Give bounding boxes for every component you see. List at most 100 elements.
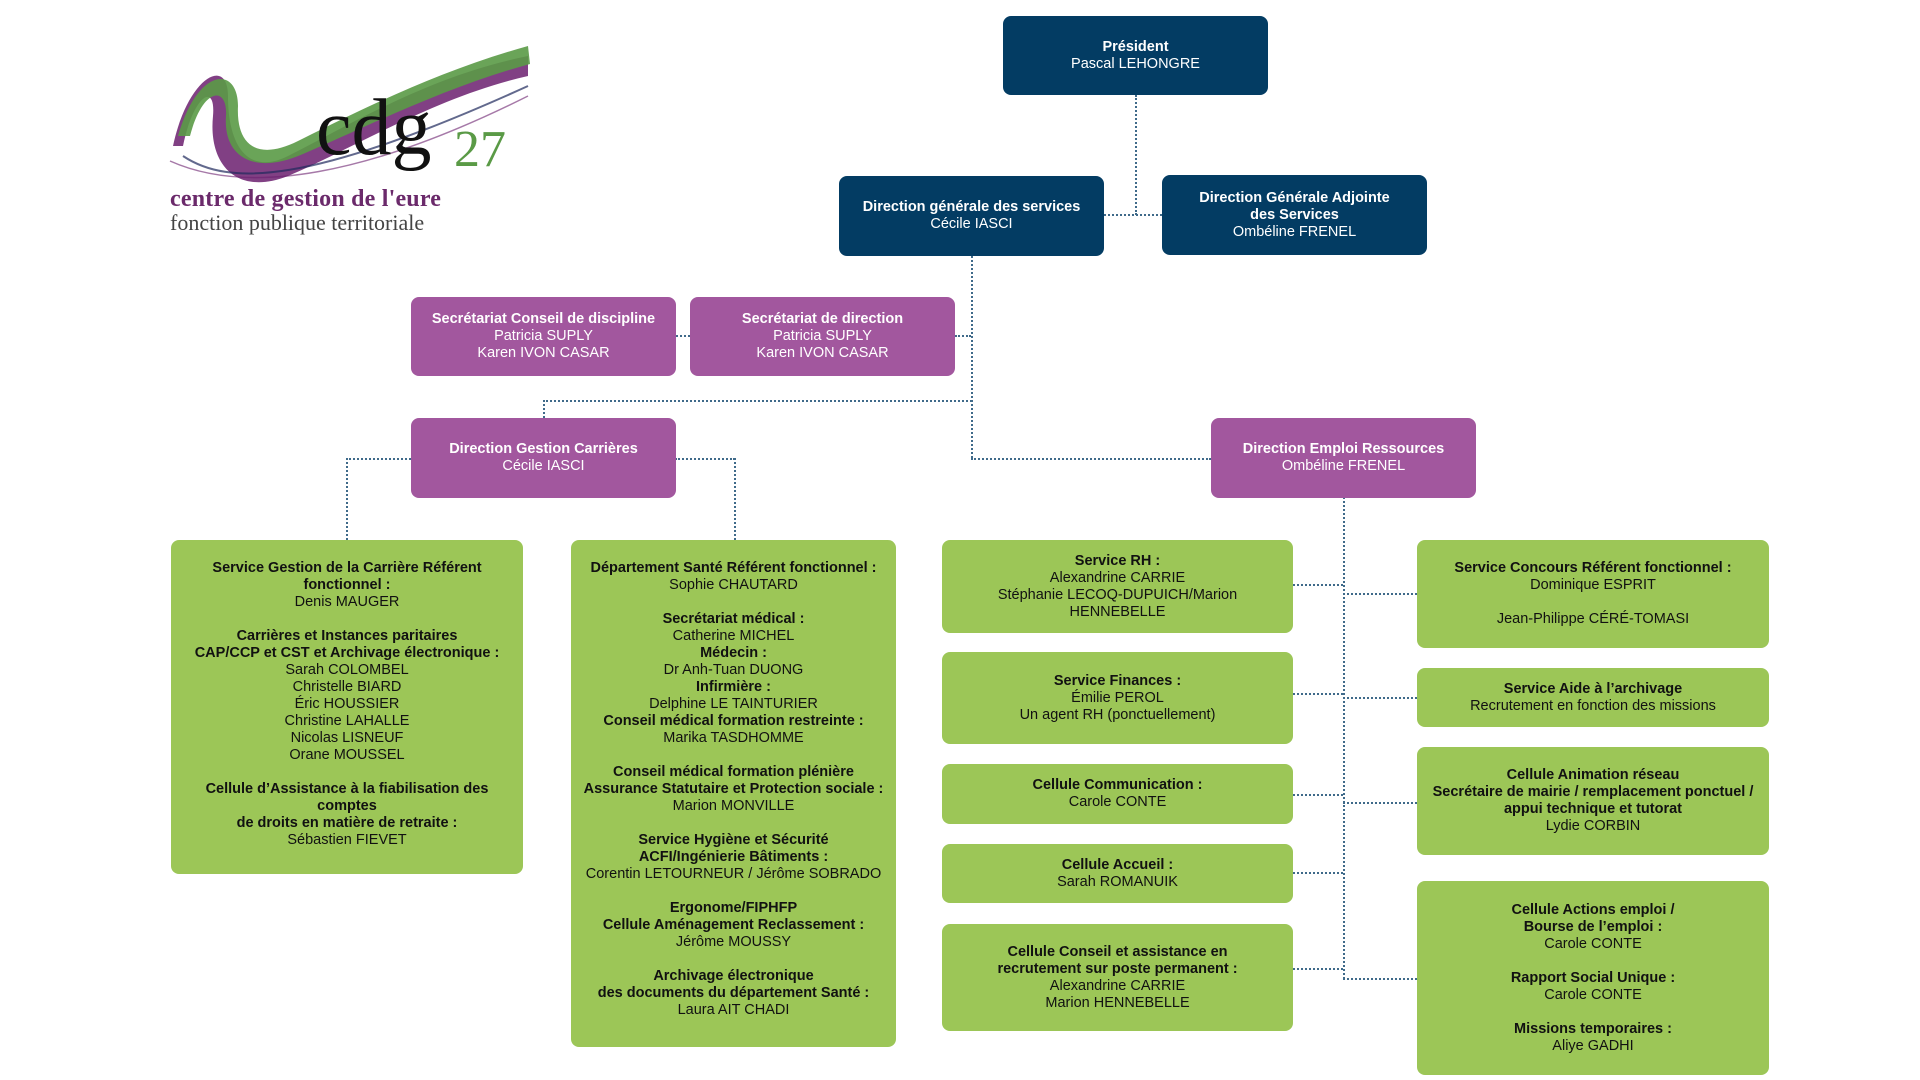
box-name: Dr Anh-Tuan DUONG xyxy=(663,662,804,678)
box-name: Un agent RH (ponctuellement) xyxy=(1019,706,1216,723)
box-title: Missions temporaires : xyxy=(1514,1020,1672,1037)
logo-tagline-2: fonction publique territoriale xyxy=(170,210,425,235)
box-title: Secrétariat de direction xyxy=(741,311,904,327)
logo-tagline-1: centre de gestion de l'eure xyxy=(170,186,442,212)
connector xyxy=(676,335,690,337)
cellule-actions-emploi-box: Cellule Actions emploi / Bourse de l’emp… xyxy=(1417,881,1769,1075)
box-title: Secrétariat Conseil de discipline xyxy=(431,311,656,327)
box-name: Sarah ROMANUIK xyxy=(1057,873,1178,890)
box-name: Lydie CORBIN xyxy=(1545,818,1641,834)
box-name: Christine LAHALLE xyxy=(284,713,410,729)
connector xyxy=(1293,584,1343,586)
box-name: Nicolas LISNEUF xyxy=(290,730,404,746)
box-name: Cécile IASCI xyxy=(502,458,585,474)
box-title: Secrétariat médical : xyxy=(662,611,805,627)
connector xyxy=(1343,697,1417,699)
box-name: Sarah COLOMBEL xyxy=(285,662,409,678)
box-title: CAP/CCP et CST et Archivage électronique… xyxy=(194,645,500,661)
box-name: Stéphanie LECOQ-DUPUICH/Marion HENNEBELL… xyxy=(997,586,1238,620)
box-title: Médecin : xyxy=(700,645,767,661)
connector xyxy=(1343,497,1345,979)
box-name: Émilie PEROL xyxy=(1071,689,1164,706)
box-title: Cellule Animation réseau xyxy=(1506,767,1680,783)
box-title: Cellule Accueil : xyxy=(1061,856,1174,873)
service-rh-box: Service RH : Alexandrine CARRIE Stéphani… xyxy=(942,540,1293,633)
box-name: Marion MONVILLE xyxy=(672,798,795,814)
connector xyxy=(1343,593,1417,595)
box-title: Direction Gestion Carrières xyxy=(449,441,638,457)
box-name: Christelle BIARD xyxy=(292,679,402,695)
box-name: Patricia SUPLY xyxy=(773,328,872,344)
box-title: Président xyxy=(1102,38,1169,55)
box-name: Marion HENNEBELLE xyxy=(1045,994,1190,1011)
president-box: Président Pascal LEHONGRE xyxy=(1003,16,1268,95)
box-name: Pascal LEHONGRE xyxy=(1071,55,1200,72)
connector xyxy=(971,458,1211,460)
box-title: Département Santé Référent fonctionnel : xyxy=(590,560,877,576)
box-name: Aliye GADHI xyxy=(1552,1037,1634,1054)
dgs-box: Direction générale des services Cécile I… xyxy=(839,176,1104,256)
box-title: Service Gestion de la Carrière Référent xyxy=(212,560,482,576)
connector xyxy=(346,458,348,540)
box-title: Carrières et Instances paritaires xyxy=(236,628,458,644)
direction-emploi-ressources-box: Direction Emploi Ressources Ombéline FRE… xyxy=(1211,418,1476,498)
box-name: Patricia SUPLY xyxy=(494,328,593,344)
box-name: Cécile IASCI xyxy=(930,216,1013,232)
box-name: Orane MOUSSEL xyxy=(289,747,405,763)
connector xyxy=(971,256,973,458)
connector xyxy=(543,400,545,418)
box-title: Direction générale des services xyxy=(862,199,1081,215)
box-title: Cellule Communication : xyxy=(1032,777,1203,793)
logo-brand: cdg xyxy=(316,84,432,172)
box-title: Service Hygiène et Sécurité xyxy=(638,832,829,848)
secretariat-direction-box: Secrétariat de direction Patricia SUPLY … xyxy=(690,297,955,376)
box-title: Cellule Actions emploi / xyxy=(1511,901,1675,918)
box-title: Secrétaire de mairie / remplacement ponc… xyxy=(1432,784,1754,800)
box-name: Laura AIT CHADI xyxy=(677,1002,790,1018)
connector xyxy=(1293,872,1343,874)
connector xyxy=(1343,802,1417,804)
box-name: Jean-Philippe CÉRÉ-TOMASI xyxy=(1496,611,1690,627)
cellule-accueil-box: Cellule Accueil : Sarah ROMANUIK xyxy=(942,844,1293,903)
box-title: Direction Générale Adjointe xyxy=(1199,189,1390,206)
box-name: Sophie CHAUTARD xyxy=(669,577,798,593)
box-title: des Services xyxy=(1250,206,1339,223)
box-name: Denis MAUGER xyxy=(294,594,400,610)
connector xyxy=(734,458,736,540)
logo-swoosh-icon: cdg 27 xyxy=(169,46,530,183)
box-name: Ombéline FRENEL xyxy=(1232,223,1357,240)
box-name: Carole CONTE xyxy=(1068,794,1167,810)
box-title: Assurance Statutaire et Protection socia… xyxy=(583,781,884,797)
box-title: Cellule d’Assistance à la fiabilisation … xyxy=(205,781,489,814)
box-name: Jérôme MOUSSY xyxy=(675,934,792,950)
box-title: Direction Emploi Ressources xyxy=(1242,441,1445,457)
box-name: Ombéline FRENEL xyxy=(1281,458,1406,474)
direction-gestion-carrieres-box: Direction Gestion Carrières Cécile IASCI xyxy=(411,418,676,498)
box-name: Karen IVON CASAR xyxy=(477,345,610,361)
box-title: Service RH : xyxy=(1074,552,1161,569)
secretariat-discipline-box: Secrétariat Conseil de discipline Patric… xyxy=(411,297,676,376)
box-name: Recrutement en fonction des missions xyxy=(1470,697,1716,714)
service-gestion-carriere-box: Service Gestion de la Carrière Référent … xyxy=(171,540,523,874)
box-title: Bourse de l’emploi : xyxy=(1523,918,1663,935)
box-title: ACFI/Ingénierie Bâtiments : xyxy=(638,849,829,865)
cellule-conseil-recrutement-box: Cellule Conseil et assistance en recrute… xyxy=(942,924,1293,1031)
box-title: Service Finances : xyxy=(1053,672,1182,689)
connector xyxy=(1135,95,1137,215)
box-name: Sébastien FIEVET xyxy=(287,832,407,848)
logo-number: 27 xyxy=(454,121,506,178)
connector xyxy=(1293,968,1343,970)
box-name: Alexandrine CARRIE xyxy=(1049,569,1186,586)
departement-sante-box: Département Santé Référent fonctionnel :… xyxy=(571,540,896,1047)
connector xyxy=(1293,794,1343,796)
box-title: Conseil médical formation restreinte : xyxy=(603,713,864,729)
box-title: appui technique et tutorat xyxy=(1503,801,1683,817)
box-name: Alexandrine CARRIE xyxy=(1049,977,1186,994)
box-title: recrutement sur poste permanent : xyxy=(997,960,1238,977)
box-name: Marika TASDHOMME xyxy=(663,730,804,746)
box-title: Conseil médical formation plénière xyxy=(613,764,854,780)
connector xyxy=(1343,978,1417,980)
box-title: Service Aide à l’archivage xyxy=(1503,680,1683,697)
box-name: Corentin LETOURNEUR / Jérôme SOBRADO xyxy=(585,866,882,882)
box-title: Archivage électronique xyxy=(653,968,814,984)
